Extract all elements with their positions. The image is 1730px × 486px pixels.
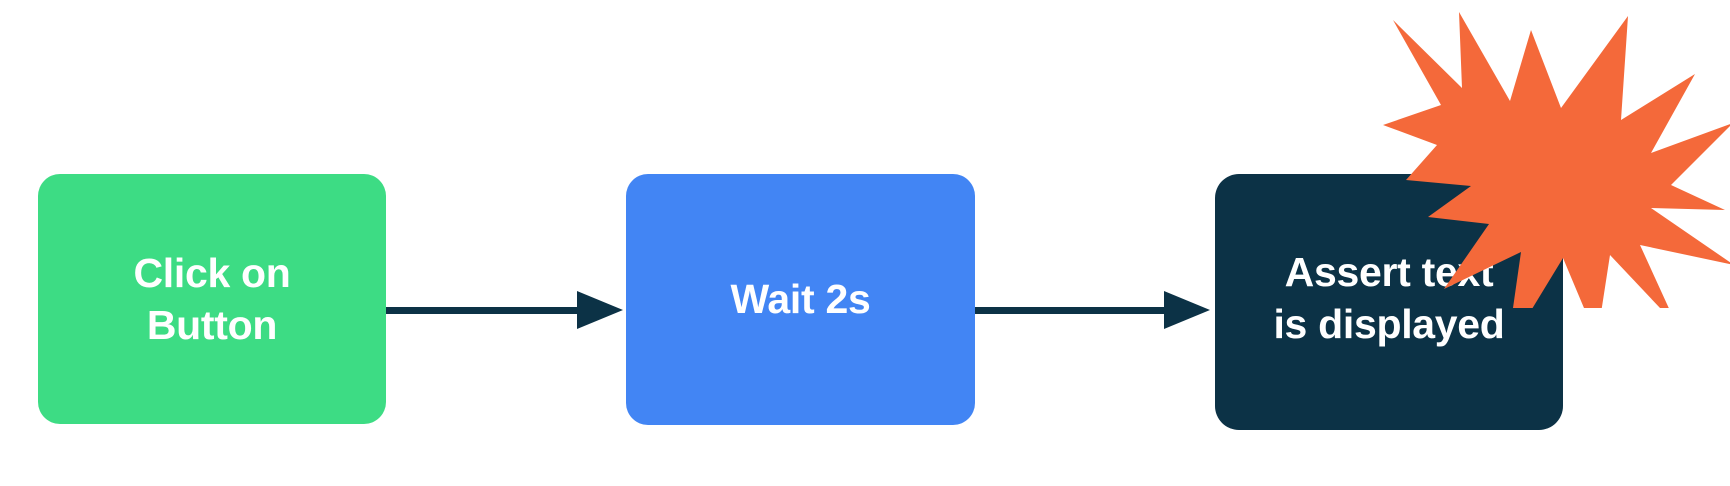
node-label: Click on Button	[133, 249, 291, 348]
node-click-on-button[interactable]: Click on Button	[38, 174, 386, 424]
node-assert-text-is-displayed[interactable]: Assert text is displayed	[1215, 174, 1563, 430]
connector-line	[349, 307, 581, 314]
node-label: Assert text is displayed	[1273, 248, 1505, 347]
connector-line	[940, 307, 1168, 314]
arrowhead-icon	[1164, 291, 1210, 329]
node-label: Wait 2s	[730, 276, 871, 323]
arrowhead-icon	[577, 291, 623, 329]
node-wait-2s[interactable]: Wait 2s	[626, 174, 975, 425]
